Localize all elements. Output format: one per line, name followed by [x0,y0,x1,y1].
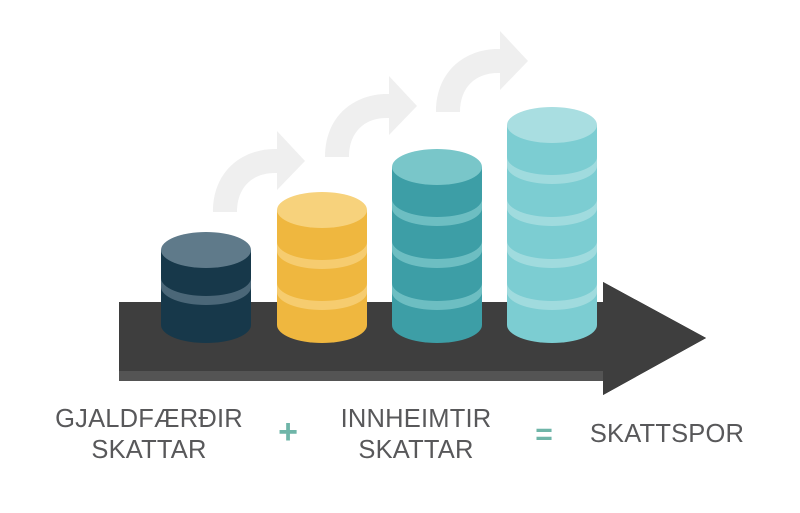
curved-arrow-2 [325,76,417,157]
curved-arrow-3 [436,31,528,112]
coin-stack-innheimtir-skattar [277,192,367,343]
formula-term-collected-taxes: INNHEIMTIR SKATTAR [340,405,492,464]
formula-term-tax-footprint: SKATTSPOR [589,420,745,448]
formula-operator-equals: = [535,418,553,451]
formula-term-accrued-taxes: GJALDFÆRÐIR SKATTAR [55,405,243,464]
formula-operator-plus: + [278,413,298,451]
curved-arrow-1 [213,131,305,212]
coin-stack-teal-medium [392,149,482,343]
formula-caption: GJALDFÆRÐIR SKATTAR + INNHEIMTIR SKATTAR… [0,398,800,488]
coin-stack-skattspor [507,107,597,343]
coin-stack-gjaldfaerdir-skattar [161,232,251,343]
